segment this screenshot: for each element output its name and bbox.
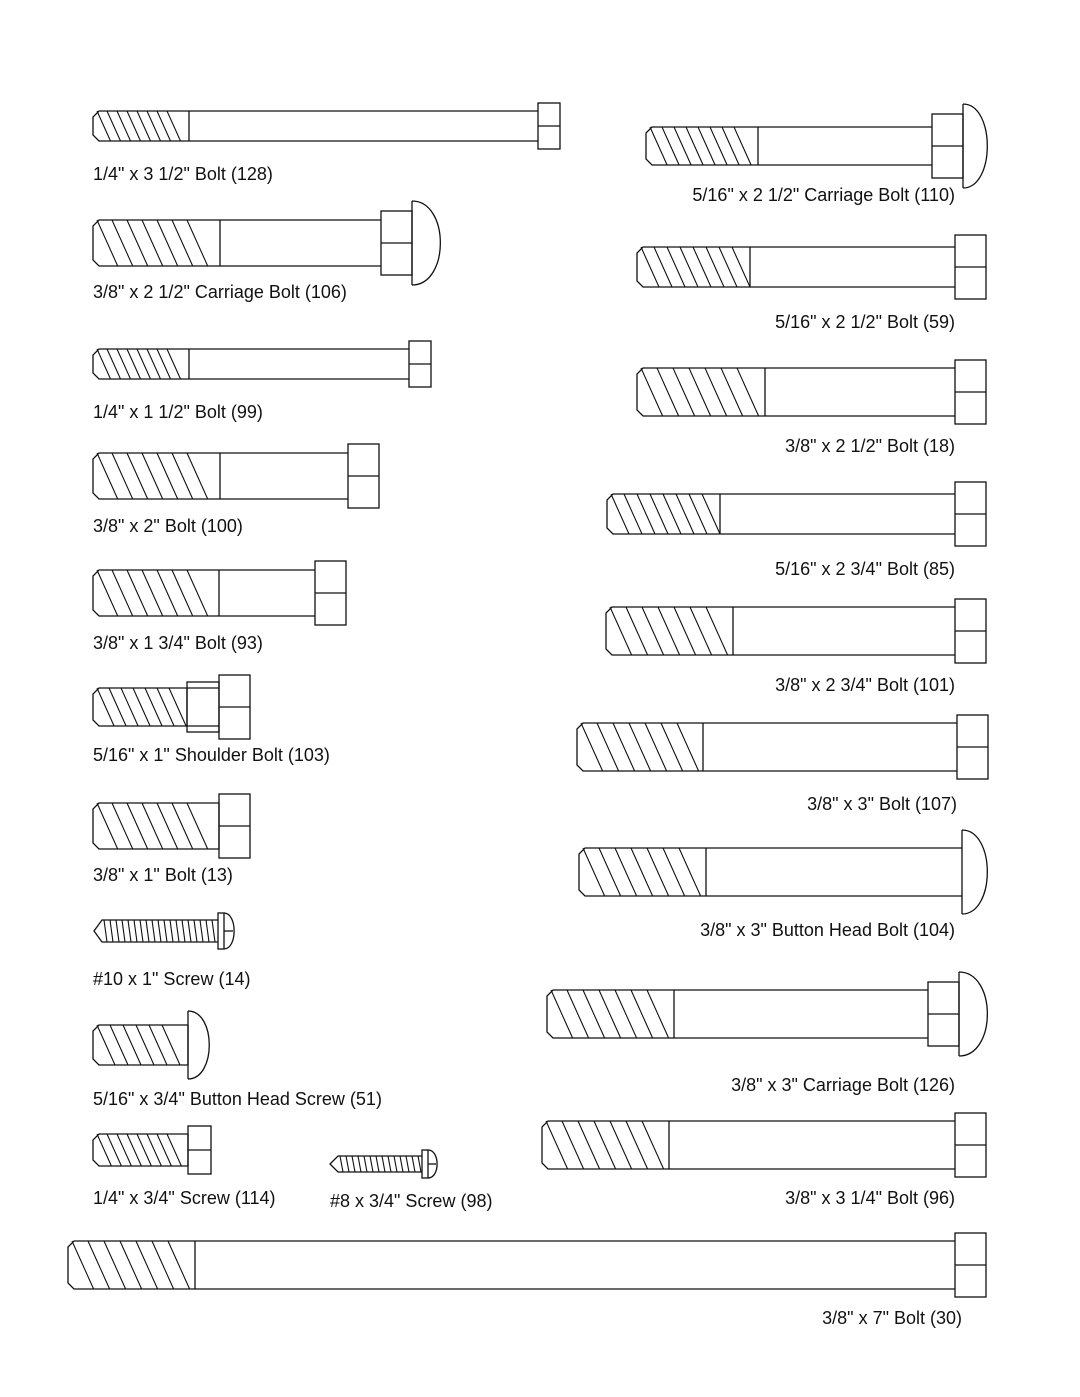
screw-114: 1/4" x 3/4" Screw (114) (92, 1125, 276, 1208)
part-label: 3/8" x 1" Bolt (13) (93, 865, 233, 885)
part-label: #10 x 1" Screw (14) (93, 969, 250, 989)
bolt-128: 1/4" x 3 1/2" Bolt (128) (92, 102, 561, 184)
carriage-bolt-110: 5/16" x 2 1/2" Carriage Bolt (110) (645, 103, 988, 205)
part-label: 1/4" x 3/4" Screw (114) (93, 1188, 276, 1208)
part-label: 3/8" x 2 1/2" Bolt (18) (785, 436, 955, 456)
bolt-85: 5/16" x 2 3/4" Bolt (85) (606, 481, 987, 579)
part-label: 1/4" x 3 1/2" Bolt (128) (93, 164, 273, 184)
bolt-30: 3/8" x 7" Bolt (30) (67, 1232, 987, 1328)
part-label: 5/16" x 2 1/2" Bolt (59) (775, 312, 955, 332)
part-label: 3/8" x 1 3/4" Bolt (93) (93, 633, 263, 653)
part-label: 3/8" x 2 1/2" Carriage Bolt (106) (93, 282, 347, 302)
bolt-93: 3/8" x 1 3/4" Bolt (93) (92, 560, 347, 653)
bolt-99: 1/4" x 1 1/2" Bolt (99) (92, 340, 432, 422)
part-label: 5/16" x 2 1/2" Carriage Bolt (110) (692, 185, 955, 205)
bolt-59: 5/16" x 2 1/2" Bolt (59) (636, 234, 987, 332)
button-head-screw-51: 5/16" x 3/4" Button Head Screw (51) (92, 1010, 382, 1109)
part-label: 3/8" x 3" Carriage Bolt (126) (731, 1075, 955, 1095)
part-label: 5/16" x 2 3/4" Bolt (85) (775, 559, 955, 579)
part-label: 3/8" x 2" Bolt (100) (93, 516, 243, 536)
part-label: 5/16" x 1" Shoulder Bolt (103) (93, 745, 330, 765)
carriage-bolt-106: 3/8" x 2 1/2" Carriage Bolt (106) (92, 200, 441, 302)
part-label: 1/4" x 1 1/2" Bolt (99) (93, 402, 263, 422)
part-label: 5/16" x 3/4" Button Head Screw (51) (93, 1089, 382, 1109)
button-head-bolt-104: 3/8" x 3" Button Head Bolt (104) (578, 829, 988, 940)
bolt-101: 3/8" x 2 3/4" Bolt (101) (605, 598, 987, 695)
screw-98: #8 x 3/4" Screw (98) (329, 1149, 492, 1211)
bolt-100: 3/8" x 2" Bolt (100) (92, 443, 380, 536)
part-label: 3/8" x 3" Button Head Bolt (104) (700, 920, 955, 940)
part-label: #8 x 3/4" Screw (98) (330, 1191, 492, 1211)
screw-14: #10 x 1" Screw (14) (93, 912, 250, 989)
bolt-13: 3/8" x 1" Bolt (13) (92, 793, 251, 885)
bolt-18: 3/8" x 2 1/2" Bolt (18) (636, 359, 987, 456)
carriage-bolt-126: 3/8" x 3" Carriage Bolt (126) (546, 971, 988, 1095)
part-label: 3/8" x 3" Bolt (107) (807, 794, 957, 814)
bolt-96: 3/8" x 3 1/4" Bolt (96) (541, 1112, 987, 1208)
part-label: 3/8" x 2 3/4" Bolt (101) (775, 675, 955, 695)
part-label: 3/8" x 3 1/4" Bolt (96) (785, 1188, 955, 1208)
shoulder-bolt-103: 5/16" x 1" Shoulder Bolt (103) (92, 674, 330, 765)
bolt-107: 3/8" x 3" Bolt (107) (576, 714, 989, 814)
part-label: 3/8" x 7" Bolt (30) (822, 1308, 962, 1328)
